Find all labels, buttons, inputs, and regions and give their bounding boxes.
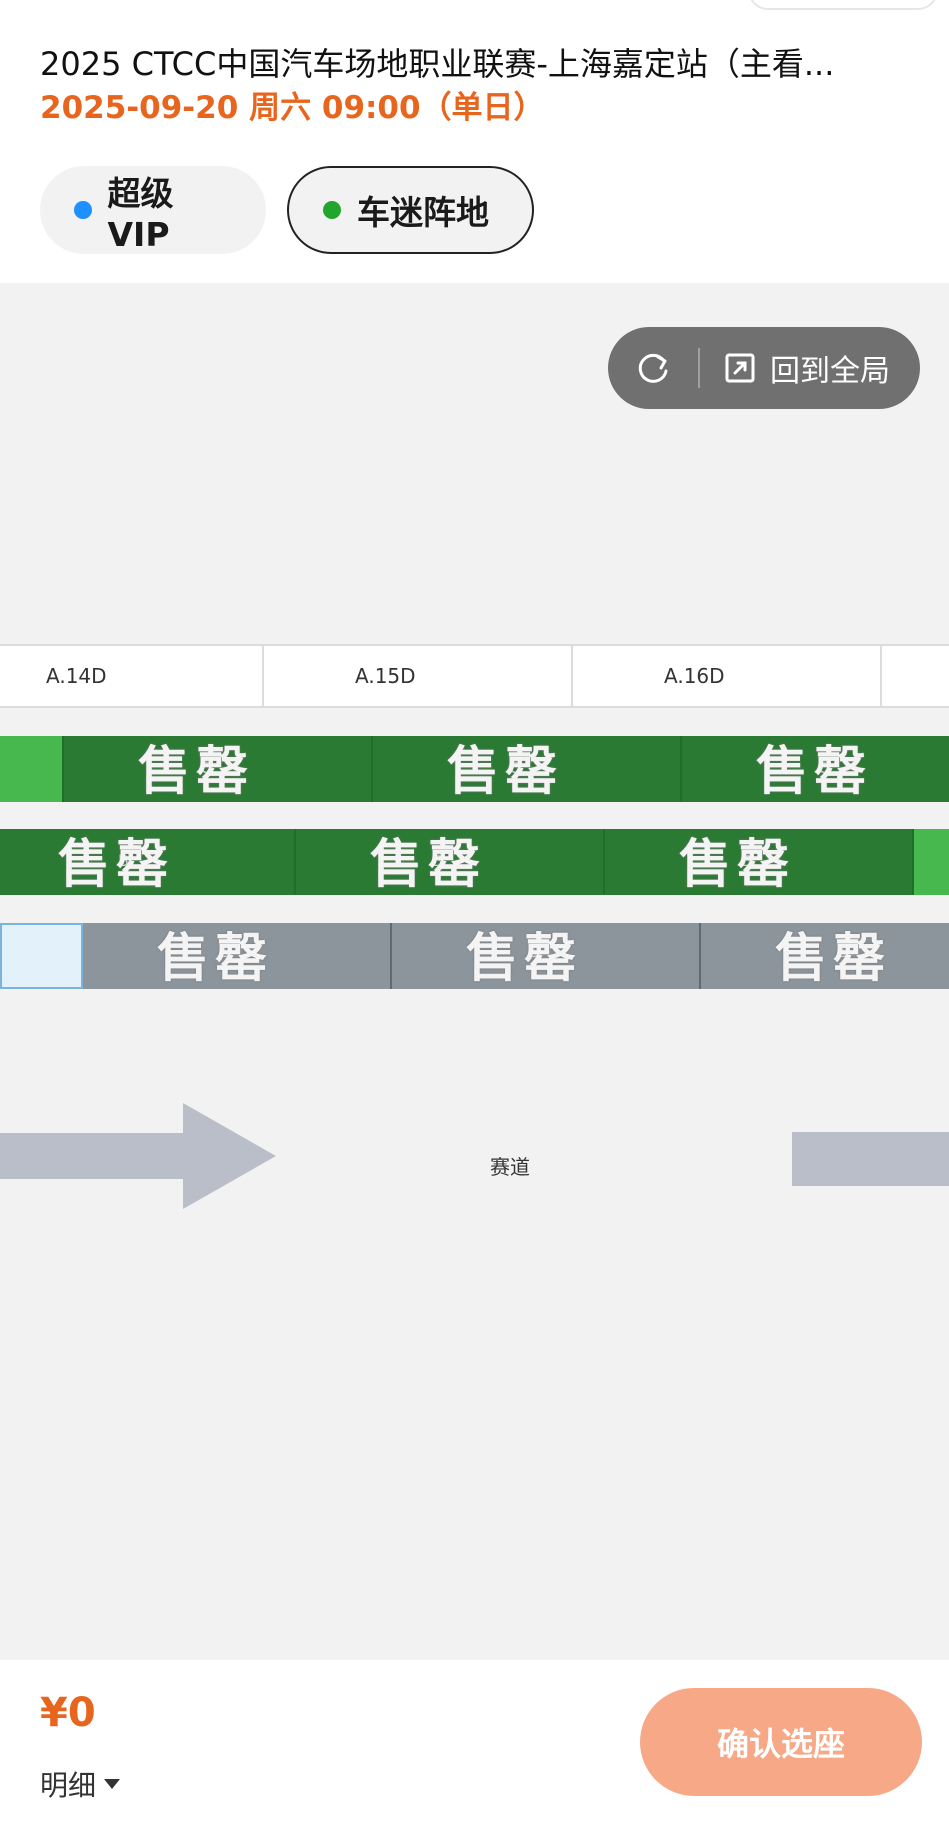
seat-block-sold-out[interactable]: A 售罄 xyxy=(701,923,949,989)
seat-row-a: A 售罄 A 售罄 A 售罄 xyxy=(0,923,949,989)
bottom-bar: ¥0 明细 确认选座 xyxy=(0,1660,949,1822)
seat-row-b: B 售罄 B 售罄 B 售罄 xyxy=(0,829,949,895)
row-label: A.15D xyxy=(264,646,573,706)
blue-dot-icon xyxy=(74,201,92,219)
event-title: 2025 CTCC中国汽车场地职业联赛-上海嘉定站（主看... xyxy=(40,45,835,83)
refresh-button[interactable] xyxy=(608,327,698,409)
seat-block-available[interactable] xyxy=(0,736,64,802)
total-price: ¥0 xyxy=(40,1690,96,1736)
seat-map[interactable]: 回到全局 A.14D A.15D A.16D C 售罄 C 售罄 C 售罄 xyxy=(0,283,949,1660)
seat-block-sold-out[interactable]: C 售罄 xyxy=(373,736,682,802)
sold-out-label: 售罄 xyxy=(138,742,255,802)
row-label: A.14D xyxy=(0,646,264,706)
block-tag: B xyxy=(118,851,129,870)
seat-block-sold-out[interactable]: A 售罄 xyxy=(392,923,701,989)
price-detail-toggle[interactable]: 明细 xyxy=(40,1764,122,1804)
block-tag: C xyxy=(509,758,521,777)
block-tag: A xyxy=(837,945,848,964)
fullscreen-icon xyxy=(725,353,755,383)
overview-label: 回到全局 xyxy=(770,354,890,389)
row-label: A.16D xyxy=(573,646,882,706)
event-datetime: 2025-09-20 周六 09:00（单日） xyxy=(40,90,545,126)
green-dot-icon xyxy=(323,201,341,219)
seat-block-sold-out[interactable]: A 售罄 xyxy=(83,923,392,989)
seat-block-available[interactable] xyxy=(914,829,949,895)
seat-block-selectable[interactable] xyxy=(0,923,83,989)
filter-chip-super-vip[interactable]: 超级VIP xyxy=(40,166,266,254)
seat-block-sold-out[interactable]: B 售罄 xyxy=(0,829,296,895)
map-controls: 回到全局 xyxy=(608,327,920,409)
track-label: 赛道 xyxy=(490,1155,530,1179)
sold-out-label: 售罄 xyxy=(756,742,873,802)
track-direction-arrow-icon xyxy=(0,1103,276,1209)
seat-block-sold-out[interactable]: B 售罄 xyxy=(605,829,914,895)
sold-out-label: 售罄 xyxy=(58,835,175,895)
row-label-bar: A.14D A.15D A.16D xyxy=(0,644,949,708)
seat-block-sold-out[interactable]: B 售罄 xyxy=(296,829,605,895)
block-tag: C xyxy=(818,758,830,777)
top-cropped-button[interactable] xyxy=(748,0,938,10)
block-tag: A xyxy=(219,945,230,964)
block-tag: C xyxy=(200,758,212,777)
seat-block-sold-out[interactable]: C 售罄 xyxy=(682,736,949,802)
block-tag: A xyxy=(528,945,539,964)
sold-out-label: 售罄 xyxy=(775,929,892,989)
row-label-partial xyxy=(882,646,949,706)
filter-chip-fan-zone[interactable]: 车迷阵地 xyxy=(287,166,534,254)
block-tag: B xyxy=(741,851,752,870)
refresh-icon xyxy=(638,353,668,383)
track-direction-arrow-partial xyxy=(792,1132,949,1186)
seat-row-c: C 售罄 C 售罄 C 售罄 xyxy=(0,736,949,802)
sold-out-label: 售罄 xyxy=(157,929,274,989)
sold-out-label: 售罄 xyxy=(447,742,564,802)
caret-down-icon xyxy=(104,1779,121,1789)
confirm-seat-button[interactable]: 确认选座 xyxy=(640,1688,922,1796)
block-tag: B xyxy=(432,851,443,870)
back-to-overview-button[interactable]: 回到全局 xyxy=(700,346,920,390)
detail-label: 明细 xyxy=(40,1769,97,1802)
sold-out-label: 售罄 xyxy=(679,835,796,895)
sold-out-label: 售罄 xyxy=(466,929,583,989)
control-divider xyxy=(698,348,700,388)
filter-chip-label: 超级VIP xyxy=(107,173,174,254)
sold-out-label: 售罄 xyxy=(370,835,487,895)
filter-chip-label: 车迷阵地 xyxy=(357,193,489,232)
seat-block-sold-out[interactable]: C 售罄 xyxy=(64,736,373,802)
